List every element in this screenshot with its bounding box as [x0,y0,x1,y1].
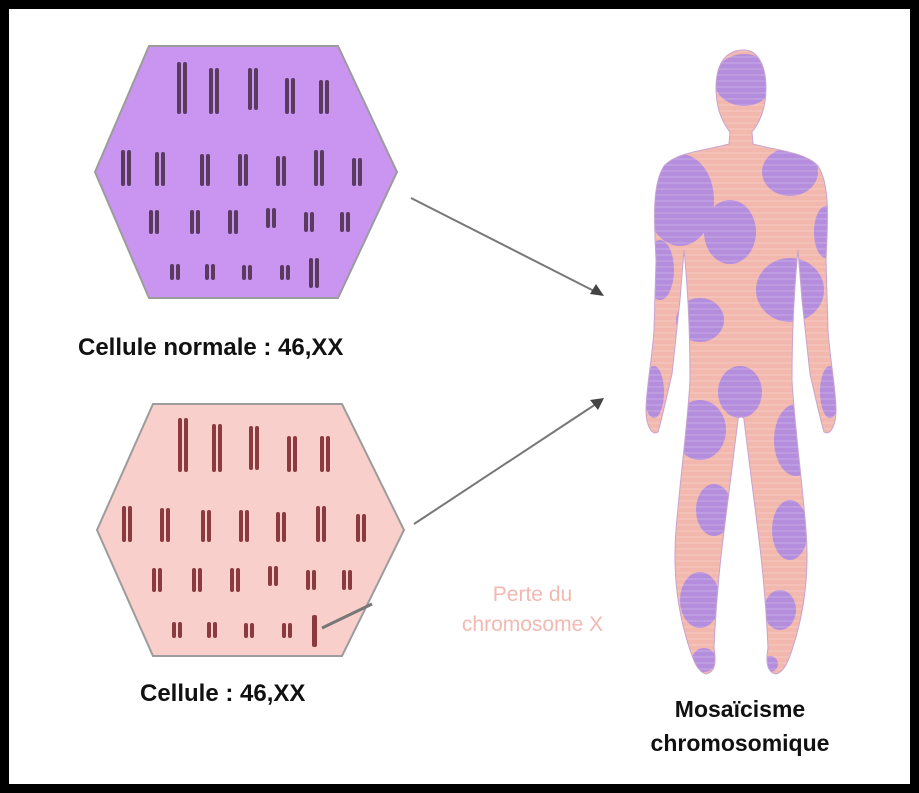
normal-cell [95,46,397,298]
abnormal-cell-label: Cellule : 46,XX [140,680,305,708]
mosaicism-title-line-2: chromosomique [630,726,850,760]
abnormal-cell [97,404,404,656]
arrow-normal-to-body [411,198,596,292]
mosaicism-title-line-1: Mosaïcisme [630,692,850,726]
arrow-abnormal-head [590,398,604,410]
arrows [411,198,604,524]
arrow-abnormal-to-body [414,404,596,524]
single-x-chromosome [312,615,317,647]
normal-cell-label: Cellule normale : 46,XX [78,334,343,362]
mosaic-body [644,50,840,674]
mosaicism-title: Mosaïcisme chromosomique [630,692,850,760]
x-loss-line-2: chromosome X [420,610,645,640]
x-loss-line-1: Perte du [420,580,645,610]
x-loss-annotation: Perte du chromosome X [420,580,645,640]
